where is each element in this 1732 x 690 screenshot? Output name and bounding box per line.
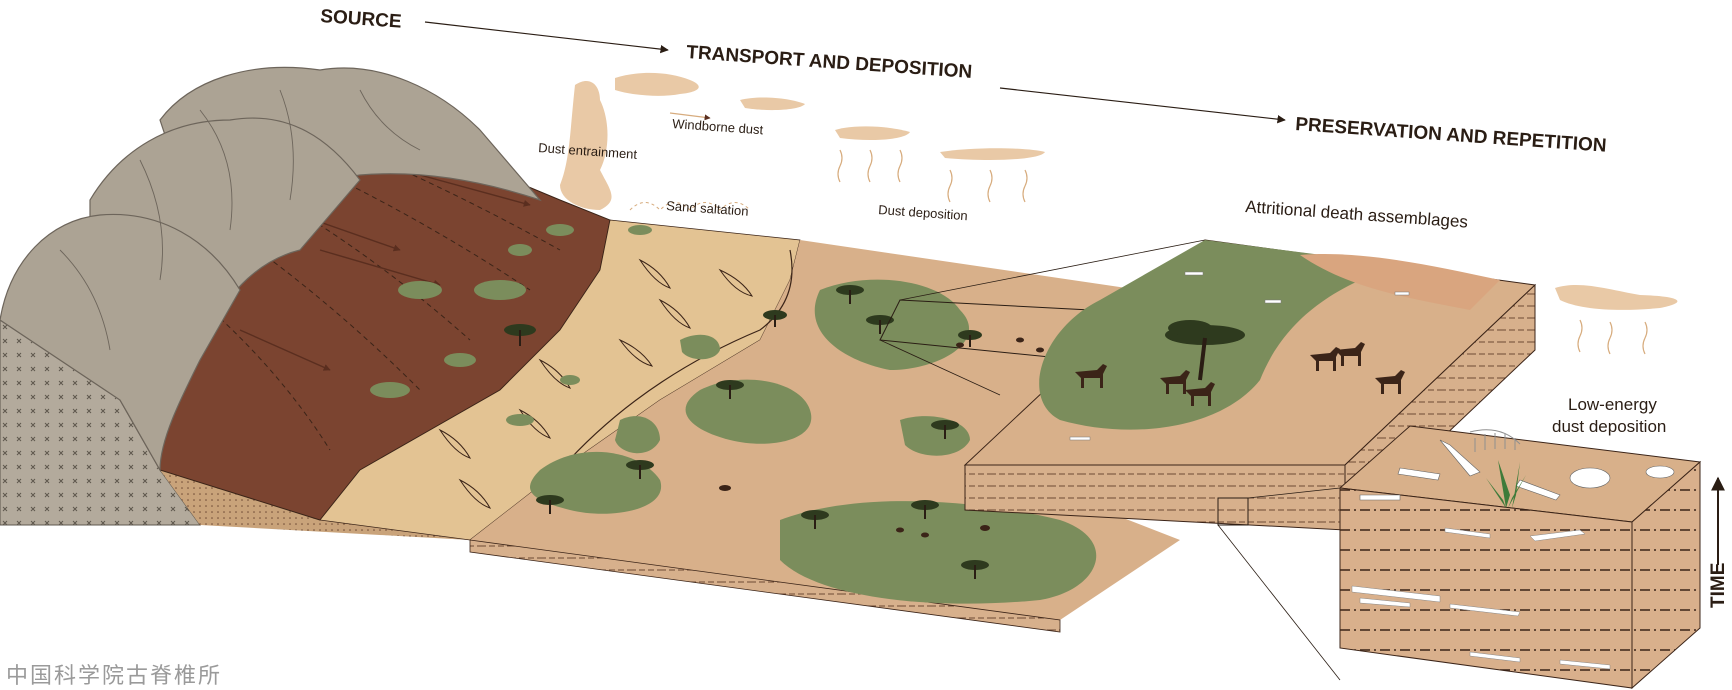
rock-ridge-front: [0, 213, 241, 473]
stage-source: SOURCE: [320, 6, 403, 33]
stage-arrows: [424, 21, 1286, 124]
stage-transport: TRANSPORT AND DEPOSITION: [686, 42, 973, 83]
label-low-energy-line1: Low-energy: [1568, 395, 1657, 414]
label-sand-saltation: Sand saltation: [666, 198, 749, 219]
acacia-tree: [1165, 320, 1245, 381]
rib-cage: [1469, 429, 1521, 452]
strat-column: [1338, 425, 1725, 690]
label-low-energy-line2: dust deposition: [1552, 417, 1666, 436]
stage-preservation: PRESERVATION AND REPETITION: [1295, 114, 1607, 157]
label-dust-deposition: Dust deposition: [878, 202, 968, 223]
grass-tuft: [1486, 460, 1526, 508]
label-attritional: Attritional death assemblages: [1245, 197, 1469, 232]
label-windborne-dust: Windborne dust: [672, 116, 764, 137]
label-time: TIME: [1708, 563, 1729, 608]
assemblage-block: [963, 239, 1537, 681]
label-dust-entrainment: Dust entrainment: [538, 140, 638, 162]
fan-front: [160, 470, 470, 540]
savanna-plain: [469, 239, 1206, 633]
watermark-text: 中国科学院古脊椎所: [6, 664, 223, 689]
mountain-source: [0, 66, 611, 540]
dust-clouds: [560, 72, 1678, 355]
